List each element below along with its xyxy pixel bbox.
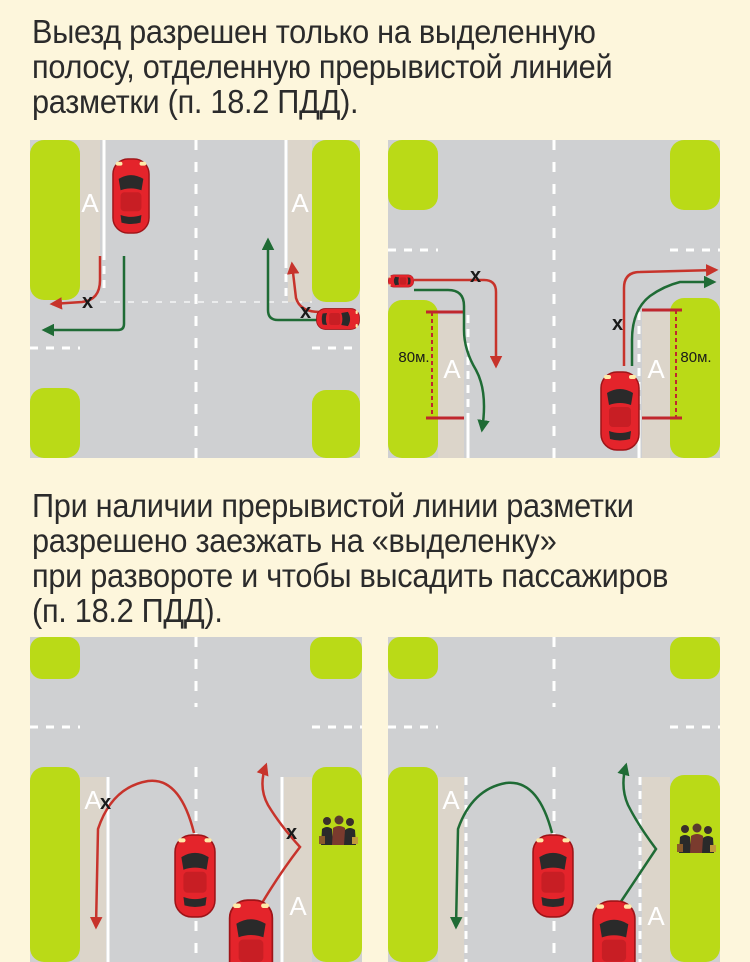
lane-letter-a: А: [291, 188, 309, 218]
heading-line: Выезд разрешен только на выделенную: [32, 13, 596, 50]
forbidden-arrow-icon: [622, 264, 719, 366]
pedestrians-icon: [319, 815, 358, 845]
allowed-arrow-icon: [41, 256, 126, 337]
bus-lane: [438, 315, 464, 458]
grass-corner: [670, 637, 720, 679]
grass-corner: [30, 140, 80, 300]
heading-bus-lane-entry-rule: При наличии прерывистой линии разметки р…: [32, 488, 668, 628]
allowed-arrow-icon: [617, 762, 658, 904]
distance-label: 80м.: [398, 349, 429, 366]
grass-corner: [312, 767, 362, 962]
car-icon: [316, 307, 360, 331]
grass-corner: [388, 300, 438, 458]
grass-corner: [30, 767, 80, 962]
forbidden-mark: х: [470, 265, 481, 287]
diagram-panel-allowed-maneuvers: А А: [388, 637, 720, 962]
grass-corner: [388, 637, 438, 679]
car-icon: [388, 274, 414, 288]
heading-lane-exit-rule: Выезд разрешен только на выделенную поло…: [32, 13, 613, 120]
forbidden-mark: х: [82, 291, 93, 313]
diagram-panel-bus-lane-entry-80m: А А 80м. 80м. х х: [388, 140, 720, 458]
heading-line: полосу, отделенную прерывистой линией: [32, 48, 613, 85]
heading-line: разрешено заезжать на «выделенку»: [32, 522, 557, 559]
car-icon: [112, 158, 150, 234]
bus-lane: [80, 140, 100, 290]
pedestrians-icon: [677, 823, 716, 853]
forbidden-mark: х: [100, 792, 111, 814]
forbidden-mark: х: [612, 313, 623, 335]
car-icon: [174, 834, 216, 918]
lane-letter-a: А: [443, 354, 461, 384]
allowed-arrow-icon: [630, 275, 717, 366]
car-icon: [592, 900, 636, 962]
grass-corner: [388, 140, 438, 210]
grass-corner: [388, 767, 438, 962]
lane-letter-a: А: [647, 354, 665, 384]
grass-corner: [310, 637, 362, 679]
grass-corner: [30, 637, 80, 679]
grass-corner: [312, 140, 360, 302]
forbidden-arrow-icon: [414, 278, 503, 369]
heading-line: При наличии прерывистой линии разметки: [32, 487, 634, 524]
lane-letter-a: А: [442, 785, 460, 815]
bus-lane: [642, 312, 670, 458]
heading-line: разметки (п. 18.2 ПДД).: [32, 83, 359, 120]
grass-corner: [30, 388, 80, 458]
grass-corner: [670, 775, 720, 962]
diagram-panel-forbidden-maneuvers: А А х х: [30, 637, 362, 962]
bus-lane: [284, 777, 312, 962]
lane-letter-a: А: [81, 188, 99, 218]
allowed-arrow-icon: [449, 781, 554, 930]
forbidden-arrow-icon: [49, 256, 102, 310]
distance-label: 80м.: [680, 349, 711, 366]
forbidden-mark: х: [300, 301, 311, 323]
grass-corner: [312, 390, 360, 458]
bus-lane: [642, 777, 670, 962]
allowed-arrow-icon: [261, 237, 336, 322]
heading-line: (п. 18.2 ПДД).: [32, 592, 223, 629]
distance-marker-left: 80м.: [398, 310, 464, 420]
bus-lane: [80, 777, 106, 962]
forbidden-arrow-icon: [256, 762, 302, 904]
grass-corner: [670, 298, 720, 458]
lane-letter-a: А: [289, 891, 307, 921]
car-icon: [600, 371, 640, 451]
forbidden-mark: х: [286, 822, 297, 844]
distance-marker-right: 80м.: [642, 308, 712, 420]
lane-letter-a: А: [647, 901, 665, 931]
bus-lane: [438, 777, 464, 962]
lane-letter-a: А: [84, 785, 102, 815]
car-icon: [532, 834, 574, 918]
grass-corner: [670, 140, 720, 210]
bus-lane: [288, 140, 312, 302]
allowed-arrow-icon: [414, 288, 490, 433]
forbidden-arrow-icon: [89, 779, 196, 930]
heading-line: при развороте и чтобы высадить пассажиро…: [32, 557, 669, 594]
car-icon: [228, 899, 274, 962]
diagram-panel-turns-from-bus-lane: А А х х: [30, 140, 360, 458]
